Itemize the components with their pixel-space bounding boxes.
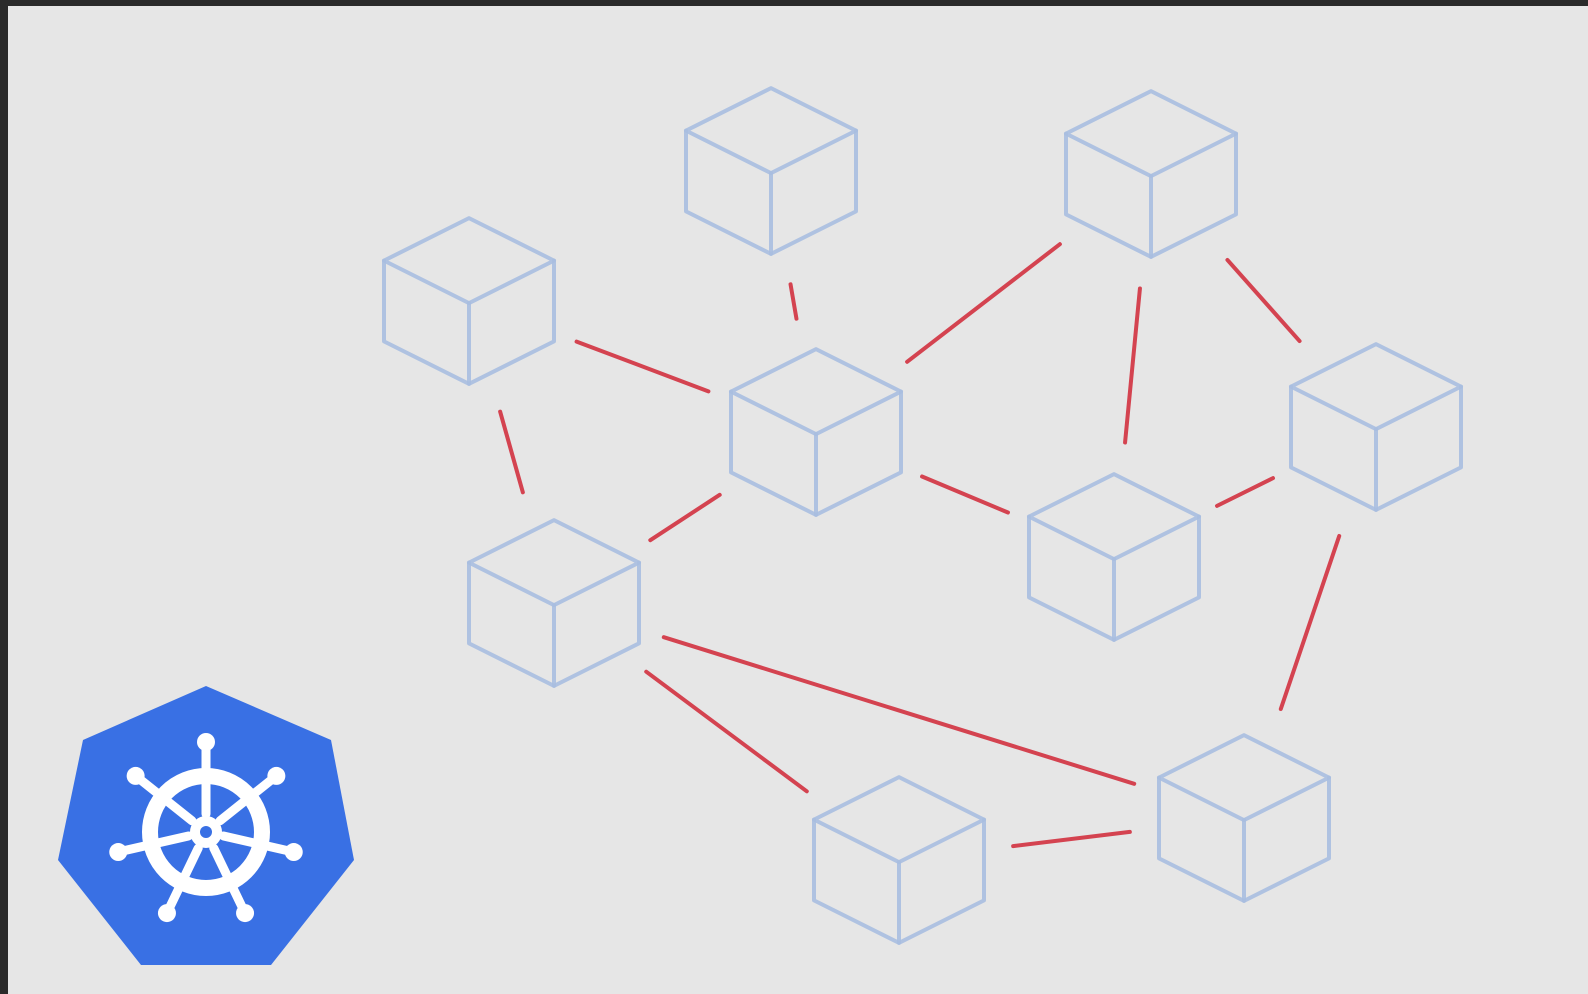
node-cube-n6 [1289, 342, 1463, 512]
network-diagram [382, 86, 1463, 945]
helm-spoke [163, 843, 203, 916]
helm-spoke [132, 772, 197, 826]
node-cube-n4 [729, 347, 903, 517]
edge-n5-n10 [661, 635, 1137, 786]
diagram-edges [498, 242, 1342, 849]
edge-n6-n10 [1278, 533, 1342, 712]
kubernetes-logo-icon [58, 686, 354, 965]
edge-n4-n7 [920, 474, 1010, 515]
edge-n3-n7 [1123, 286, 1142, 445]
helm-wheel-icon [109, 733, 303, 923]
helm-knob [157, 904, 176, 923]
helm-center [200, 826, 212, 838]
helm-spoke [219, 831, 297, 857]
edge-n2-n4 [788, 282, 799, 321]
edge-n1-n5 [498, 409, 525, 495]
diagram-nodes [382, 86, 1463, 945]
helm-spoke [215, 772, 280, 826]
edge-n1-n4 [574, 339, 711, 394]
helm-knob [126, 766, 145, 785]
node-cube-n7 [1027, 472, 1201, 642]
node-cube-n3 [1064, 89, 1238, 259]
node-cube-n2 [684, 86, 858, 256]
edge-n4-n5 [648, 492, 722, 543]
helm-spoke [115, 831, 193, 857]
edge-n9-n10 [1011, 829, 1132, 849]
node-cube-n8 [812, 775, 986, 945]
helm-knob [284, 843, 303, 862]
edge-n6-n7 [1215, 476, 1275, 508]
helm-knob [197, 733, 215, 751]
edge-n5-n9 [644, 669, 809, 794]
helm-knob [109, 843, 128, 862]
diagram-canvas [8, 6, 1588, 994]
helm-knob [267, 766, 286, 785]
helm-spoke [209, 843, 249, 916]
edge-n4-n3 [905, 242, 1062, 364]
helm-knob [236, 904, 255, 923]
node-cube-n1 [382, 216, 556, 386]
node-cube-n10 [1157, 733, 1331, 903]
edge-n3-n6 [1225, 257, 1302, 344]
node-cube-n5 [467, 518, 641, 688]
